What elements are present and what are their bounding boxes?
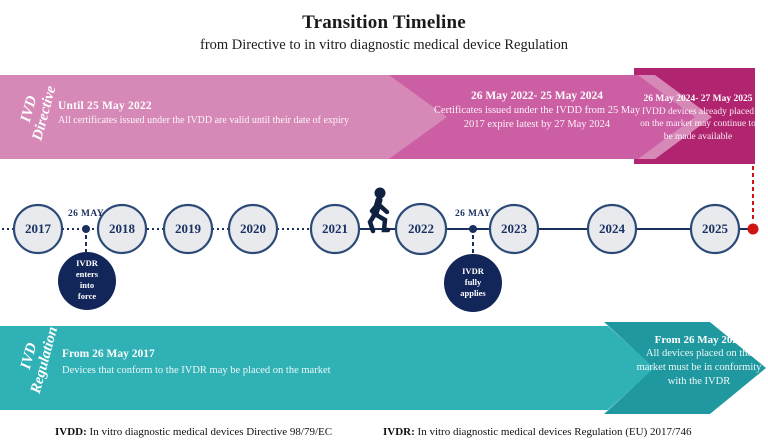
year-circle-2018 [96,203,148,255]
may-date-label-1: 26 MAY [67,209,105,219]
event-text-fully-applies: IVDR fully applies [460,266,486,299]
directive-segment-2-heading: 26 May 2022- 25 May 2024 [471,90,603,102]
directive-segment-3-body: IVDD devices already placed on the marke… [640,107,756,142]
footer-ivdr-text: In vitro diagnostic medical devices Regu… [414,426,692,438]
year-label: 2017 [25,221,51,236]
directive-segment-3: 26 May 2024- 27 May 2025 IVDD devices al… [640,94,756,143]
regulation-band-segment1-shape [0,326,655,410]
year-label: 2018 [109,221,135,236]
regulation-segment-1: From 26 May 2017 Devices that conform to… [62,348,462,376]
footer-ivdd-text: In vitro diagnostic medical devices Dire… [86,426,333,438]
regulation-segment-2-body: All devices placed on the market must be… [636,348,762,388]
regulation-segment-2: From 26 May 2024 All devices placed on t… [636,334,762,390]
year-circle-2023 [488,203,540,255]
page-subtitle: from Directive to in vitro diagnostic me… [199,37,569,53]
year-label: 2024 [599,221,625,236]
year-label: 2023 [501,221,527,236]
event-circle-enters-into-force [58,252,116,310]
regulation-segment-1-heading: From 26 May 2017 [62,348,155,360]
event-text-enters-into-force: IVDR enters into force [75,258,99,302]
year-label: 2022 [408,221,434,236]
year-circle-2021 [309,203,361,255]
year-circle-2020 [227,203,279,255]
year-circle-2022 [394,202,448,256]
directive-segment-2: 26 May 2022- 25 May 2024 Certificates is… [428,90,646,132]
directive-segment-1-body: All certificates issued under the IVDD a… [58,115,350,126]
may-date-label-2: 26 MAY [454,209,492,219]
walking-person-icon [367,187,391,234]
directive-segment-1-heading: Until 25 May 2022 [58,100,152,112]
year-label: 2021 [322,221,348,236]
footer-ivdd-abbr: IVDD: [55,426,87,438]
regulation-segment-2-heading: From 26 May 2024 [654,334,744,346]
regulation-segment-1-body: Devices that conform to the IVDR may be … [62,365,331,376]
year-circles [12,202,741,256]
marker-dot-2017 [82,225,90,233]
year-label: 2019 [175,221,201,236]
directive-segment-2-body: Certificates issued under the IVDD from … [433,105,641,131]
footer-ivdr-definition: IVDR: In vitro diagnostic medical device… [383,426,692,438]
directive-segment-1: Until 25 May 2022 All certificates issue… [58,100,438,126]
directive-segment-3-heading: 26 May 2024- 27 May 2025 [643,94,753,104]
event-circle-fully-applies [444,254,502,312]
marker-dot-2022 [469,225,477,233]
year-circle-2024 [586,203,638,255]
footer-ivdd-definition: IVDD: In vitro diagnostic medical device… [55,426,332,438]
year-label: 2025 [702,221,728,236]
red-end-dot [747,223,759,235]
page-title: Transition Timeline [302,12,466,33]
year-circle-2025 [689,203,741,255]
directive-band-segment1-shape [0,75,447,159]
year-label: 2020 [240,221,266,236]
year-circle-2019 [162,203,214,255]
year-circle-2017 [12,203,64,255]
footer-ivdr-abbr: IVDR: [383,426,415,438]
